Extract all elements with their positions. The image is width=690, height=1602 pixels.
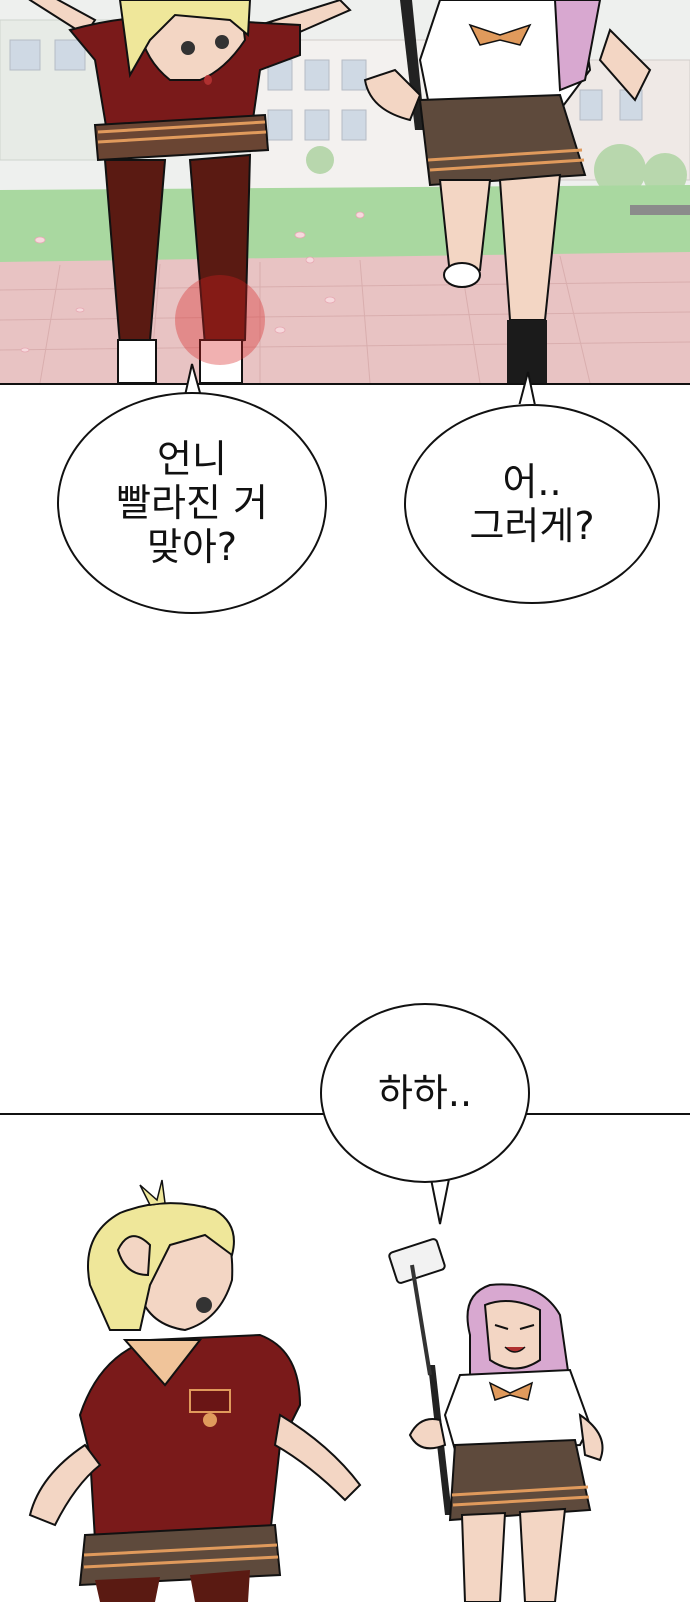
bubble-line: 어.. <box>502 460 562 504</box>
bubble-line: 하하.. <box>377 1071 473 1115</box>
bubble-line: 그러게? <box>469 504 595 548</box>
standing-scene-illustration <box>28 1179 604 1602</box>
speech-bubble-laugh: 하하.. <box>320 1003 530 1183</box>
speech-bubble-answer: 어.. 그러게? <box>404 404 660 604</box>
bubble-line: 맞아? <box>146 525 238 569</box>
bubble-line: 빨라진 거 <box>116 481 268 525</box>
bubble-line: 언니 <box>157 437 227 481</box>
speech-bubble-question: 언니 빨라진 거 맞아? <box>57 392 327 614</box>
top-comic-panel <box>0 0 690 385</box>
running-scene-illustration <box>0 0 690 383</box>
bottom-comic-panel <box>0 1113 690 1602</box>
